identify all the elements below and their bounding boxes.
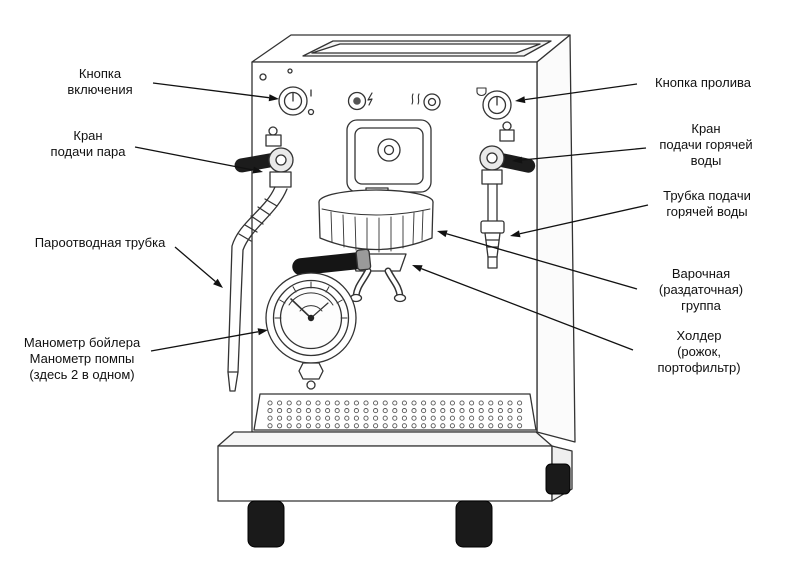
label-steam-valve: Кран подачи пара	[50, 128, 126, 159]
rear-foot	[545, 463, 571, 495]
pressure-gauge	[265, 272, 357, 390]
label-brew-button: Кнопка пролива	[655, 75, 751, 91]
label-gauges: Манометр бойлера Манометр помпы (здесь 2…	[23, 335, 141, 382]
gauge-fitting-nut	[298, 362, 324, 380]
cup-icon	[476, 87, 487, 97]
label-steam-pipe: Пароотводная трубка	[34, 235, 166, 251]
brew-knob	[476, 87, 512, 120]
power-knob	[278, 86, 315, 116]
label-portafilter: Холдер (рожок, портофильтр)	[657, 328, 741, 375]
panel-screw	[287, 68, 293, 74]
drip-tray	[217, 431, 573, 502]
panel-screw	[259, 73, 267, 81]
label-hot-water-valve: Кран подачи горячей воды	[659, 121, 753, 168]
steam-icon	[411, 93, 420, 105]
group-mount-plate	[346, 119, 432, 193]
label-brew-group: Варочная (раздаточная) группа	[658, 266, 744, 313]
label-hot-water-tube: Трубка подачи горячей воды	[663, 188, 751, 219]
hot-water-tube	[480, 183, 505, 269]
portafilter	[292, 248, 407, 303]
steam-wand	[227, 186, 288, 392]
front-right-foot	[455, 500, 493, 548]
lightning-icon	[367, 92, 373, 106]
drip-tray-grate	[253, 393, 537, 431]
espresso-machine-drawing	[217, 34, 576, 548]
hot-water-valve	[479, 121, 536, 185]
steam-valve	[234, 126, 294, 188]
drip-tray-holes	[267, 400, 523, 429]
indicator-lights	[347, 91, 441, 111]
callout-arrows	[134, 82, 649, 352]
cup-warmer-top	[251, 34, 571, 63]
machine-feet	[247, 463, 571, 548]
brew-group-head	[318, 187, 434, 253]
front-left-foot	[247, 500, 285, 548]
label-power-button: Кнопка включения	[67, 66, 133, 97]
portafilter-handle	[292, 251, 370, 276]
machine-side-panel	[536, 34, 576, 443]
